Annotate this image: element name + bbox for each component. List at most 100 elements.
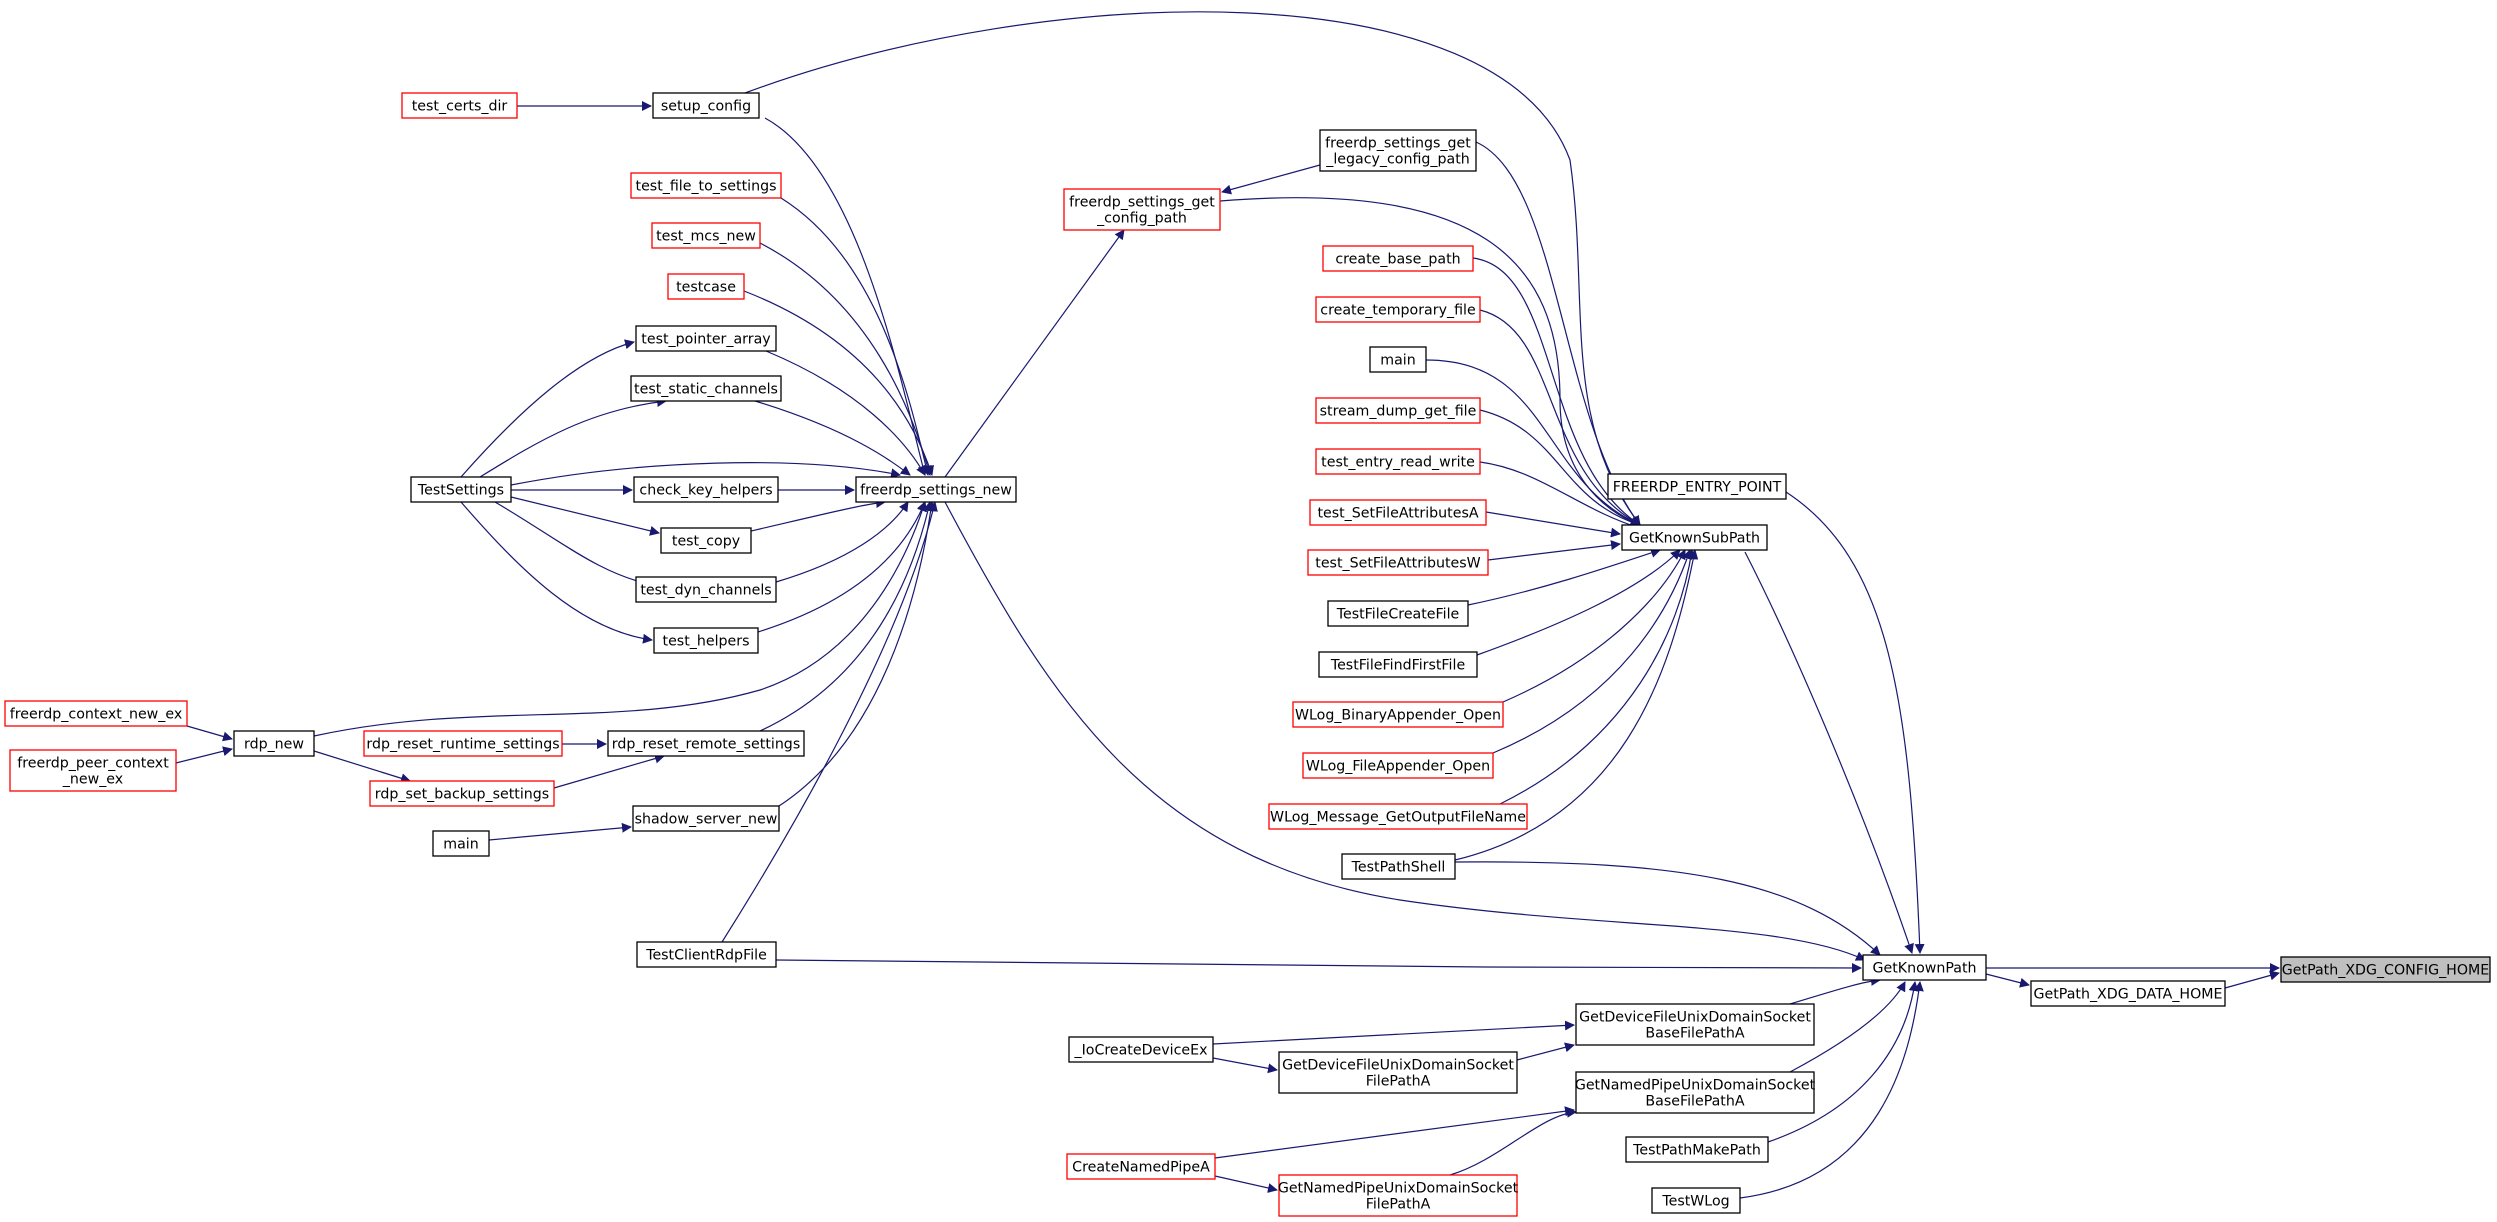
node-test-mcs-new[interactable]: test_mcs_new <box>651 222 761 249</box>
call-edge-rdp-new-to-rdp-set-backup-settings <box>313 750 411 784</box>
node-label: GetNamedPipeUnixDomainSocket <box>1278 1181 1519 1197</box>
node-test-dyn-channels[interactable]: test_dyn_channels <box>635 576 777 603</box>
node-box <box>1315 448 1481 475</box>
node-label: rdp_reset_runtime_settings <box>366 737 559 753</box>
node-test-static-channels[interactable]: test_static_channels <box>630 375 782 402</box>
node-label: test_dyn_channels <box>640 583 771 599</box>
node-box <box>1315 397 1481 424</box>
node-label: testcase <box>676 280 736 296</box>
node-wlog-fileappender-open[interactable]: WLog_FileAppender_Open <box>1302 752 1494 779</box>
node-main-a[interactable]: main <box>1369 346 1427 373</box>
node-test-pointer-array[interactable]: test_pointer_array <box>635 325 777 352</box>
node-setup-config[interactable]: setup_config <box>652 92 760 119</box>
node-test-helpers[interactable]: test_helpers <box>653 627 759 654</box>
node-box <box>652 92 760 119</box>
node-label: CreateNamedPipeA <box>1072 1160 1210 1176</box>
node-freerdp-peer-context-new-ex[interactable]: freerdp_peer_context_new_ex <box>9 749 177 792</box>
node-getknownpath[interactable]: GetKnownPath <box>1862 954 1987 981</box>
node-box <box>1575 1003 1815 1046</box>
node-label: test_SetFileAttributesW <box>1315 556 1480 572</box>
call-edge-getnamedpipe-filepath-to-getnamedpipe-base <box>1449 1107 1577 1176</box>
call-edge-testsettings-to-test-copy <box>510 496 660 536</box>
node-getknownsubpath[interactable]: GetKnownSubPath <box>1621 524 1768 551</box>
node-label: _new_ex <box>62 772 123 788</box>
call-edge-testclientrdpfile-to-freerdp-settings-new <box>721 501 938 943</box>
node-freerdp-settings-new[interactable]: freerdp_settings_new <box>855 476 1017 503</box>
node-box <box>4 700 188 727</box>
node-create-temporary-file[interactable]: create_temporary_file <box>1315 296 1481 323</box>
node-testpathmakepath[interactable]: TestPathMakePath <box>1625 1136 1769 1163</box>
node-label: rdp_reset_remote_settings <box>612 737 800 753</box>
node-box <box>1625 1136 1769 1163</box>
node-box <box>630 375 782 402</box>
node-label: _legacy_config_path <box>1325 152 1470 168</box>
node-freerdp-entry-point[interactable]: FREERDP_ENTRY_POINT <box>1607 473 1787 500</box>
node-box <box>1315 296 1481 323</box>
node-testwlog[interactable]: TestWLog <box>1651 1187 1741 1214</box>
node-box <box>653 627 759 654</box>
node-testclientrdpfile[interactable]: TestClientRdpFile <box>636 941 777 968</box>
node-box <box>1341 853 1456 880</box>
node-box <box>1292 701 1504 728</box>
node-box <box>1318 651 1478 678</box>
node-label: WLog_Message_GetOutputFileName <box>1270 810 1526 826</box>
node-stream-dump-get-file[interactable]: stream_dump_get_file <box>1315 397 1481 424</box>
node-label: test_file_to_settings <box>636 179 777 195</box>
node-getpath-xdg-data-home[interactable]: GetPath_XDG_DATA_HOME <box>2030 980 2226 1007</box>
call-edge-setup-config-to-getknownsubpath <box>744 11 1641 526</box>
node-rdp-reset-runtime-settings[interactable]: rdp_reset_runtime_settings <box>363 730 563 757</box>
node-rdp-reset-remote-settings[interactable]: rdp_reset_remote_settings <box>607 730 805 757</box>
node-wlog-binaryappender-open[interactable]: WLog_BinaryAppender_Open <box>1292 701 1504 728</box>
node-box <box>667 273 745 300</box>
call-edge-testpathmakepath-to-getknownpath <box>1767 981 1919 1143</box>
node-testfilefindfirstfile[interactable]: TestFileFindFirstFile <box>1318 651 1478 678</box>
node-label: _IoCreateDeviceEx <box>1074 1043 1208 1059</box>
node-getnamedpipe-base[interactable]: GetNamedPipeUnixDomainSocketBaseFilePath… <box>1575 1071 1816 1114</box>
node-box <box>1068 1036 1214 1063</box>
node-label: test_certs_dir <box>412 99 508 115</box>
node-box <box>233 730 315 757</box>
node-shadow-server-new[interactable]: shadow_server_new <box>632 805 780 832</box>
node-box <box>1278 1174 1518 1217</box>
node-getdevicefile-base[interactable]: GetDeviceFileUnixDomainSocketBaseFilePat… <box>1575 1003 1815 1046</box>
node-box <box>660 527 752 554</box>
node-freerdp-context-new-ex[interactable]: freerdp_context_new_ex <box>4 700 188 727</box>
call-edge-testsettings-to-test-pointer-array <box>460 339 635 478</box>
call-edge-freerdp-settings-get-legacy-config-path-to-getknownsubpath <box>1475 141 1641 526</box>
node-testcase[interactable]: testcase <box>667 273 745 300</box>
node-freerdp-settings-get-config-path[interactable]: freerdp_settings_get_config_path <box>1063 188 1221 231</box>
node-createnamedpipea[interactable]: CreateNamedPipeA <box>1066 1153 1216 1180</box>
node-testpathshell[interactable]: TestPathShell <box>1341 853 1456 880</box>
node-label: shadow_server_new <box>635 812 778 828</box>
node-test-setfileattributesa[interactable]: test_SetFileAttributesA <box>1309 499 1487 526</box>
node-freerdp-settings-get-legacy-config-path[interactable]: freerdp_settings_get_legacy_config_path <box>1319 129 1477 172</box>
node-test-copy[interactable]: test_copy <box>660 527 752 554</box>
node-testfilecreatefile[interactable]: TestFileCreateFile <box>1327 600 1469 627</box>
node-getpath-xdg-config-home[interactable]: GetPath_XDG_CONFIG_HOME <box>2280 956 2491 983</box>
node-label: main <box>443 837 478 853</box>
node-iocreatedeviceex[interactable]: _IoCreateDeviceEx <box>1068 1036 1214 1063</box>
node-test-entry-read-write[interactable]: test_entry_read_write <box>1315 448 1481 475</box>
node-box <box>369 780 555 807</box>
node-rdp-set-backup-settings[interactable]: rdp_set_backup_settings <box>369 780 555 807</box>
node-test-setfileattributesw[interactable]: test_SetFileAttributesW <box>1307 549 1489 576</box>
node-test-certs-dir[interactable]: test_certs_dir <box>401 92 518 119</box>
node-box <box>635 576 777 603</box>
node-main-b[interactable]: main <box>432 830 490 857</box>
node-label: TestSettings <box>417 483 504 499</box>
node-box <box>632 805 780 832</box>
node-wlog-message-getoutputfilename[interactable]: WLog_Message_GetOutputFileName <box>1268 803 1528 830</box>
node-label: create_base_path <box>1335 252 1460 268</box>
node-rdp-new[interactable]: rdp_new <box>233 730 315 757</box>
node-box <box>1307 549 1489 576</box>
node-create-base-path[interactable]: create_base_path <box>1322 245 1474 272</box>
node-testsettings[interactable]: TestSettings <box>410 476 512 503</box>
call-edge-testcase-to-freerdp-settings-new <box>743 290 934 476</box>
node-check-key-helpers[interactable]: check_key_helpers <box>633 476 779 503</box>
call-edge-createnamedpipea-to-getnamedpipe-base <box>1214 1106 1575 1159</box>
node-test-file-to-settings[interactable]: test_file_to_settings <box>630 172 782 199</box>
node-label: test_mcs_new <box>656 229 756 245</box>
